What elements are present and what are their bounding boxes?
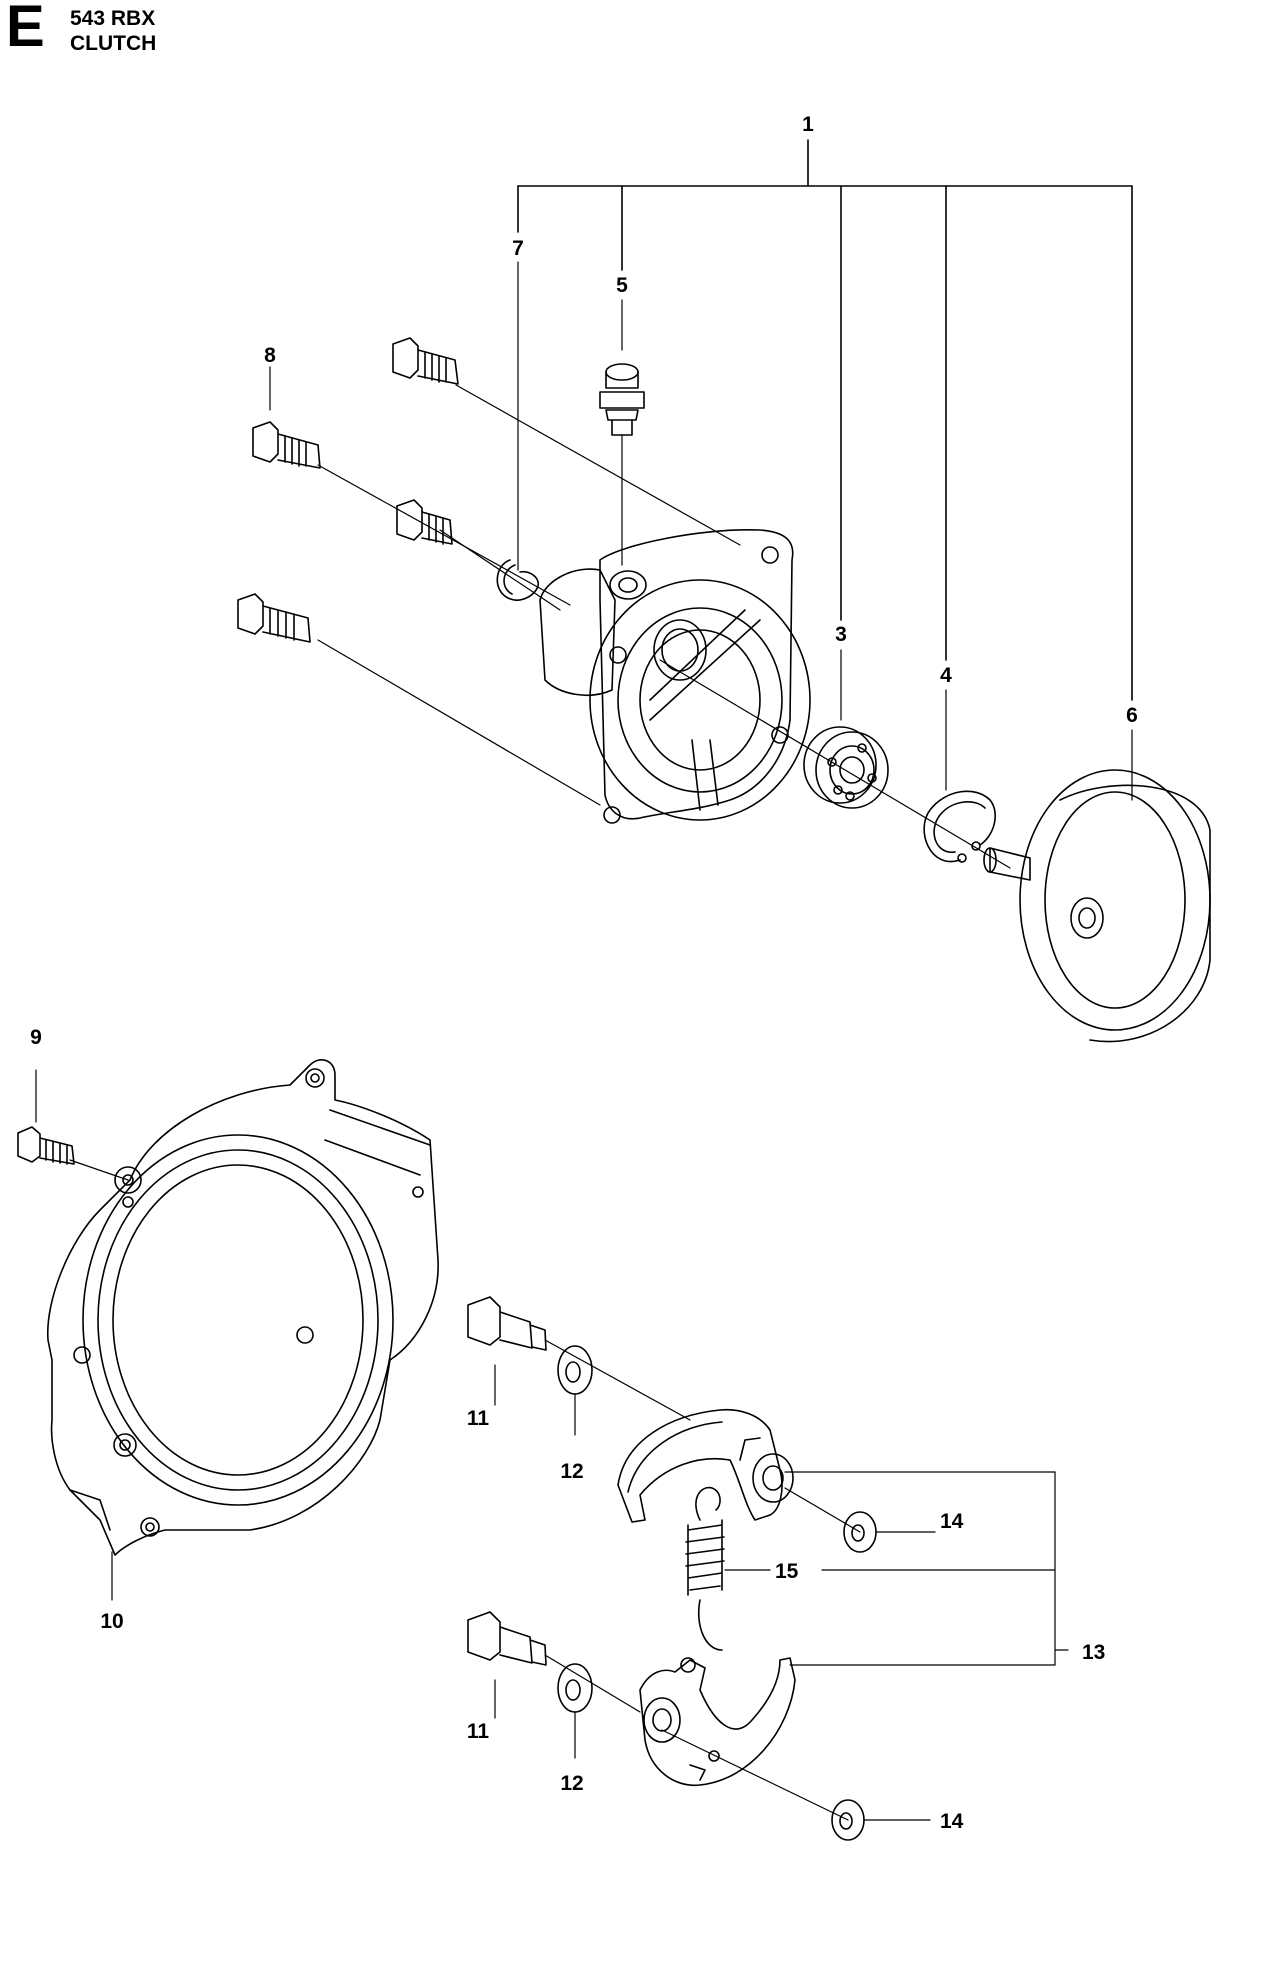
callout-5: 5 [616, 274, 628, 297]
bolt-mid-left [252, 421, 321, 469]
shoulder-bolt-upper [467, 1296, 547, 1351]
retaining-ring-small [496, 559, 540, 601]
callout-11-upper: 11 [467, 1407, 490, 1430]
section-letter: E [6, 0, 45, 59]
callout-9: 9 [30, 1026, 42, 1049]
callout-14-lower: 14 [940, 1810, 964, 1833]
washer-12-lower [557, 1663, 593, 1713]
callout-8: 8 [264, 344, 276, 367]
grease-nipple [599, 363, 645, 436]
callout-1: 1 [802, 113, 814, 136]
bolt-top-left [392, 337, 459, 385]
ball-bearing [803, 726, 889, 809]
clutch-shoe-lower [639, 1657, 796, 1787]
washer-12-upper [557, 1345, 593, 1395]
leader-lines-lower [35, 1069, 1069, 1821]
model-name: 543 RBX [70, 7, 156, 30]
bolt-lower-left [237, 593, 311, 643]
callout-12-lower: 12 [560, 1772, 583, 1795]
callout-labels: 1 3 4 5 6 7 8 9 10 11 11 12 12 13 14 14 … [30, 113, 1138, 1833]
callout-13: 13 [1082, 1641, 1105, 1664]
leader-lines-upper [269, 261, 1133, 869]
callout-10: 10 [100, 1610, 123, 1633]
fan-housing [46, 1059, 439, 1556]
clutch-spring [685, 1486, 725, 1651]
title-block: 543 RBX CLUTCH [70, 6, 156, 56]
shoulder-bolt-lower [467, 1611, 547, 1666]
clutch-housing [539, 529, 811, 824]
clutch-drum [983, 769, 1211, 1043]
callout-12-upper: 12 [560, 1460, 583, 1483]
callout-6: 6 [1126, 704, 1138, 727]
circlip [923, 790, 996, 863]
bracket-1 [517, 139, 1133, 701]
callout-14-upper: 14 [940, 1510, 964, 1533]
callout-15: 15 [775, 1560, 799, 1583]
bolt-center [396, 499, 453, 545]
callout-7: 7 [512, 237, 524, 260]
callout-4: 4 [940, 664, 952, 687]
section-title: CLUTCH [70, 32, 157, 55]
callout-3: 3 [835, 623, 847, 646]
callout-11-lower: 11 [467, 1720, 490, 1743]
clutch-shoe-upper [617, 1408, 794, 1523]
bolt-9 [17, 1126, 75, 1165]
